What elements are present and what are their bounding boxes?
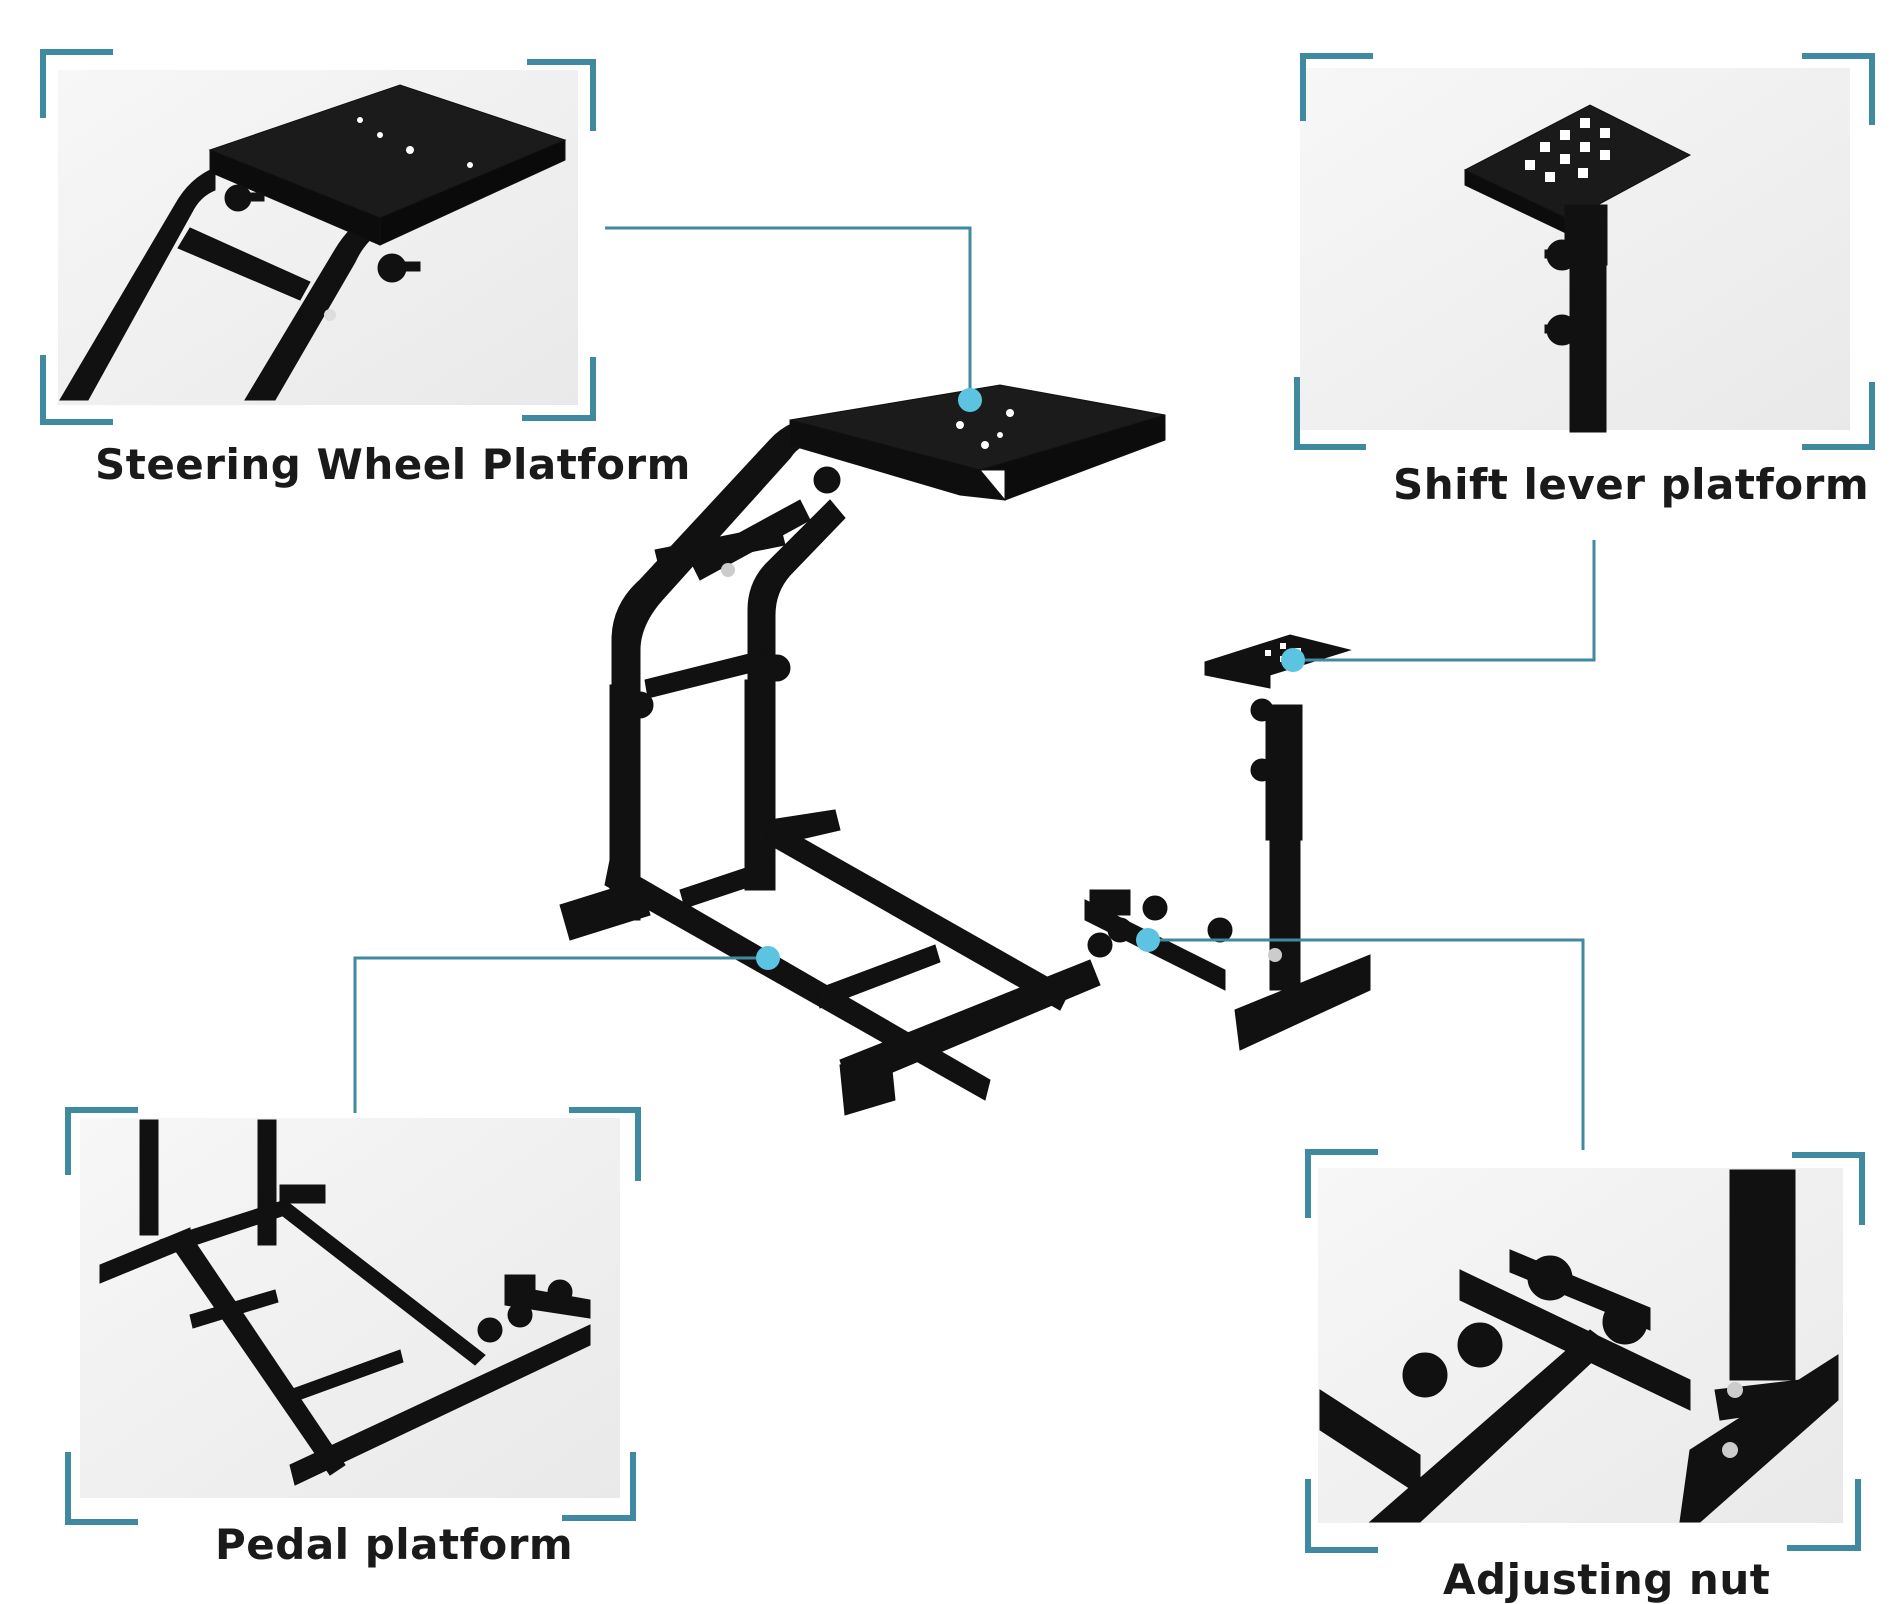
shift-lever-platform-photo	[1463, 104, 1692, 433]
knob-icon	[377, 253, 421, 283]
steering-dot-icon	[958, 388, 982, 412]
knob-icon	[1544, 314, 1578, 346]
shifter-leader-line	[1295, 540, 1596, 662]
leader-lines	[353, 226, 1596, 1150]
callout-dots	[756, 388, 1305, 970]
adjusting-nut-photo	[1319, 1169, 1839, 1523]
pedal-leader-line	[353, 956, 768, 1113]
shift-lever-platform-label: Shift lever platform	[1393, 460, 1870, 509]
steering-wheel-platform-photo	[59, 84, 567, 401]
racing-wheel-stand-photo	[559, 384, 1371, 1116]
pedal-platform-label: Pedal platform	[215, 1520, 574, 1569]
nut-dot-icon	[1136, 928, 1160, 952]
corner-brackets	[40, 49, 1875, 1553]
steering-wheel-platform-label: Steering Wheel Platform	[95, 440, 691, 489]
adjusting-nut-label: Adjusting nut	[1443, 1555, 1771, 1604]
knob-icon	[1402, 1255, 1648, 1398]
shifter-dot-icon	[1281, 648, 1305, 672]
steering-leader-line	[605, 226, 972, 400]
knob-icon	[1544, 239, 1578, 271]
knob-icon	[477, 1279, 573, 1343]
nut-leader-line	[1148, 938, 1585, 1150]
knob-icon	[224, 184, 265, 212]
pedal-platform-photo	[99, 1119, 591, 1486]
pedal-dot-icon	[756, 946, 780, 970]
